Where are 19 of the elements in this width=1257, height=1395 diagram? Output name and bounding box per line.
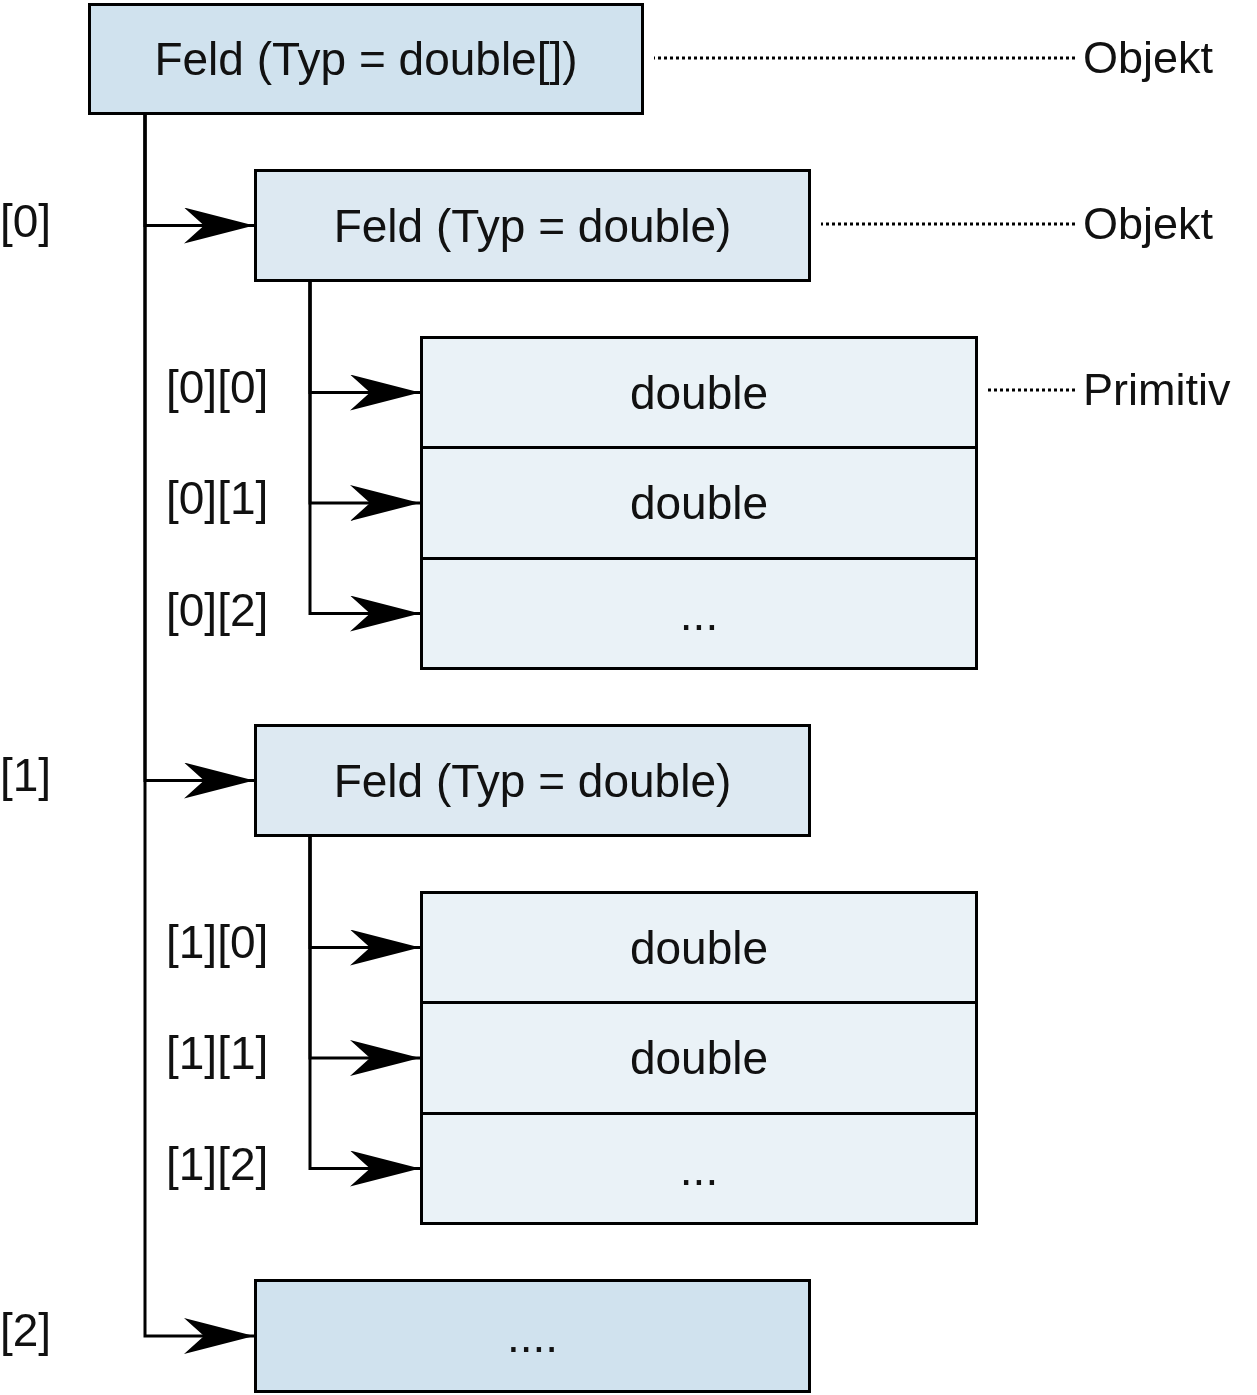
arrow: [143, 115, 254, 1354]
array-box: double: [420, 336, 978, 449]
array-box: Feld (Typ = double): [254, 169, 811, 282]
array-box: ...: [420, 1112, 978, 1225]
arrow: [308, 282, 420, 632]
array-box: double: [420, 446, 978, 560]
type-label: Primitiv: [1083, 362, 1255, 418]
array-box: Feld (Typ = double[]): [88, 3, 644, 115]
arrow: [308, 837, 420, 1187]
type-label: Objekt: [1083, 30, 1243, 86]
array-box: Feld (Typ = double): [254, 724, 811, 837]
leader-line: [654, 56, 1075, 60]
leader-line: [821, 222, 1075, 226]
array-box: ....: [254, 1279, 811, 1393]
type-label: Objekt: [1083, 196, 1243, 252]
array-box: double: [420, 1001, 978, 1115]
array-box: ...: [420, 557, 978, 670]
leader-line: [988, 388, 1075, 392]
array-box: double: [420, 891, 978, 1004]
